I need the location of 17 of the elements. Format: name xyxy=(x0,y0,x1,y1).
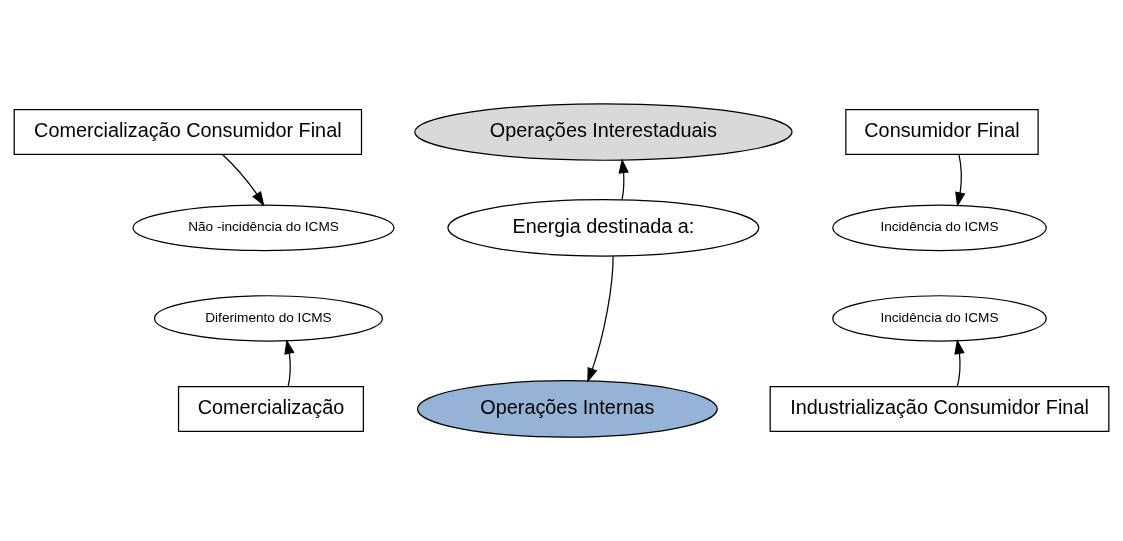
node-box: Comercialização Consumidor Final xyxy=(13,109,363,155)
node-ellipse: Energia destinada a: xyxy=(447,199,760,257)
arrow xyxy=(955,153,966,208)
node-ellipse: Operações Internas xyxy=(416,380,718,438)
arrow xyxy=(221,153,265,207)
node-ellipse: Incidência do ICMS xyxy=(832,295,1047,342)
node-box: Comercialização xyxy=(177,386,364,432)
arrow xyxy=(954,339,965,388)
node-ellipse: Diferimento do ICMS xyxy=(153,295,383,342)
node-box: Consumidor Final xyxy=(845,109,1039,155)
node-box: Industrialização Consumidor Final xyxy=(769,386,1110,432)
arrow xyxy=(618,158,629,201)
node-ellipse: Operações Interestaduais xyxy=(414,103,793,161)
arrow xyxy=(284,339,295,388)
node-ellipse: Não -incidência do ICMS xyxy=(132,204,395,252)
node-ellipse: Incidência do ICMS xyxy=(832,204,1047,252)
arrow xyxy=(587,255,614,383)
